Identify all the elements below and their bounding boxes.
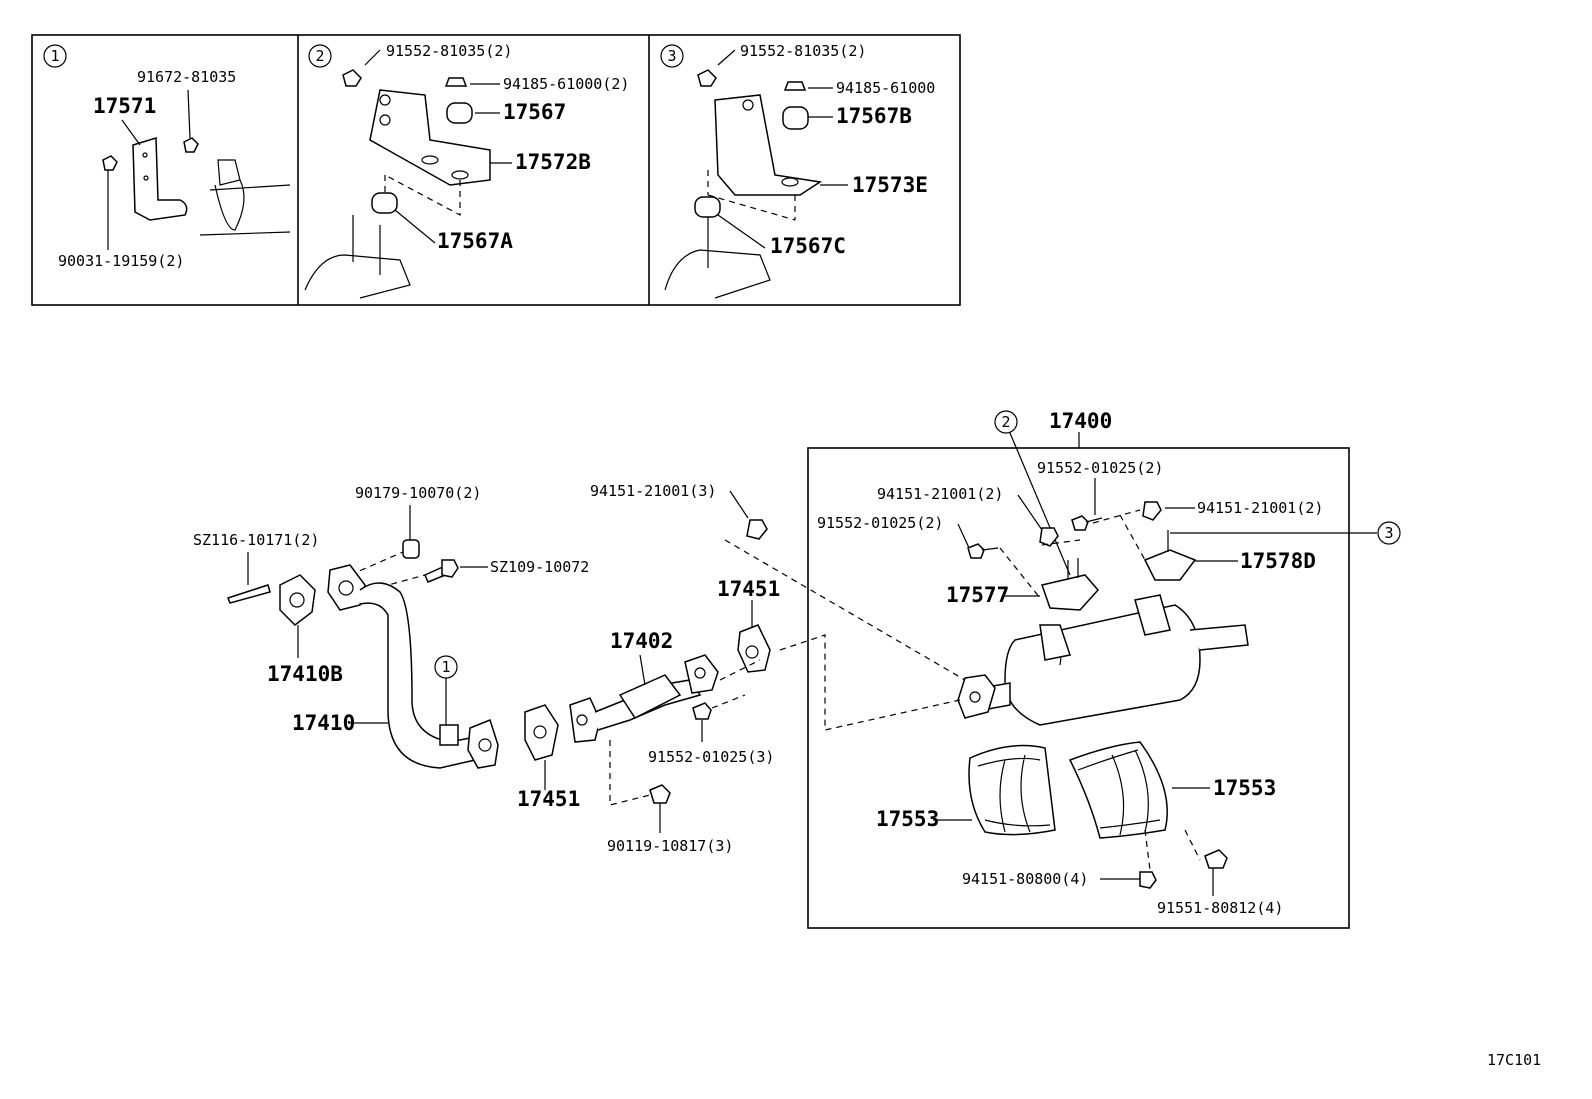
callout-1-main: 1 bbox=[441, 658, 450, 676]
label-17578D: 17578D bbox=[1240, 549, 1316, 573]
gasket-17451-upper bbox=[737, 624, 771, 673]
muffler-17400 bbox=[957, 594, 1249, 726]
label-17451-lower: 17451 bbox=[517, 787, 580, 811]
muffler-assembly-box bbox=[807, 432, 1350, 929]
bracket-17573E bbox=[714, 94, 823, 196]
label-17400: 17400 bbox=[1049, 409, 1112, 433]
bracket-17577 bbox=[1041, 574, 1100, 611]
label-91552-01025-2b: 91552-01025(2) bbox=[817, 514, 943, 532]
label-17573E: 17573E bbox=[852, 173, 928, 197]
detail-box-1: 1 91672-81035 17571 90031-19159(2) bbox=[43, 44, 291, 270]
label-SZ116-10171-2: SZ116-10171(2) bbox=[193, 531, 319, 549]
label-17410: 17410 bbox=[292, 711, 355, 735]
detail-2-ref: 2 bbox=[315, 47, 324, 65]
label-94185-61000-2: 94185-61000(2) bbox=[503, 75, 629, 93]
label-90119-10817-3: 90119-10817(3) bbox=[607, 837, 733, 855]
label-17567: 17567 bbox=[503, 100, 566, 124]
center-pipe-17402 bbox=[569, 654, 719, 743]
label-17572B: 17572B bbox=[515, 150, 591, 174]
label-17553-right: 17553 bbox=[1213, 776, 1276, 800]
label-94185-61000: 94185-61000 bbox=[836, 79, 935, 97]
diagram-code: 17C101 bbox=[1487, 1051, 1541, 1069]
bolt-90031-19159 bbox=[102, 155, 118, 171]
label-17402: 17402 bbox=[610, 629, 673, 653]
label-94151-21001-3: 94151-21001(3) bbox=[590, 482, 716, 500]
label-94151-21001-2a: 94151-21001(2) bbox=[877, 485, 1003, 503]
label-17577: 17577 bbox=[946, 583, 1009, 607]
detail-box-3: 3 91552-81035(2) 94185-61000 17567B 1757… bbox=[660, 42, 935, 299]
label-91552-01025-2a: 91552-01025(2) bbox=[1037, 459, 1163, 477]
bracket-17571 bbox=[132, 136, 188, 221]
bolt-91552-81035 bbox=[342, 69, 362, 87]
bolt-91552-81035-b bbox=[697, 69, 717, 87]
label-17571: 17571 bbox=[93, 94, 156, 118]
label-91552-01025-3: 91552-01025(3) bbox=[648, 748, 774, 766]
callout-2-main: 2 bbox=[1001, 413, 1010, 431]
gasket-17410B bbox=[279, 574, 316, 626]
label-17410B: 17410B bbox=[267, 662, 343, 686]
detail-1-ref: 1 bbox=[50, 47, 59, 65]
label-17451-upper: 17451 bbox=[717, 577, 780, 601]
cushion-17567 bbox=[446, 102, 473, 124]
label-91552-81035-2-b: 91552-81035(2) bbox=[740, 42, 866, 60]
cushion-17567A bbox=[371, 192, 398, 214]
bolt-91672-81035 bbox=[183, 137, 199, 153]
detail-3-ref: 3 bbox=[667, 47, 676, 65]
insulator-17553-left bbox=[968, 744, 1056, 836]
label-94151-80800-4: 94151-80800(4) bbox=[962, 870, 1088, 888]
detail-panel bbox=[31, 34, 961, 306]
label-SZ109-10072: SZ109-10072 bbox=[490, 558, 589, 576]
label-91551-80812-4: 91551-80812(4) bbox=[1157, 899, 1283, 917]
detail-box-2: 2 91552-81035(2) 94185-61000(2) 17567 17… bbox=[304, 42, 629, 299]
cushion-17567B bbox=[782, 106, 809, 130]
gasket-17451-lower bbox=[524, 704, 559, 761]
label-17553-left: 17553 bbox=[876, 807, 939, 831]
bracket-17578D bbox=[1143, 549, 1197, 581]
label-91672-81035: 91672-81035 bbox=[137, 68, 236, 86]
callout-3-main: 3 bbox=[1384, 524, 1393, 542]
cushion-17567C bbox=[694, 196, 721, 218]
bracket-17572B bbox=[369, 89, 491, 186]
front-pipe-17410 bbox=[327, 564, 499, 769]
label-91552-81035-2: 91552-81035(2) bbox=[386, 42, 512, 60]
label-90179-10070-2: 90179-10070(2) bbox=[355, 484, 481, 502]
label-17567B: 17567B bbox=[836, 104, 912, 128]
label-17567A: 17567A bbox=[437, 229, 513, 253]
label-90031-19159: 90031-19159(2) bbox=[58, 252, 184, 270]
label-17567C: 17567C bbox=[770, 234, 846, 258]
insulator-17553-right bbox=[1068, 741, 1168, 839]
label-94151-21001-2b: 94151-21001(2) bbox=[1197, 499, 1323, 517]
